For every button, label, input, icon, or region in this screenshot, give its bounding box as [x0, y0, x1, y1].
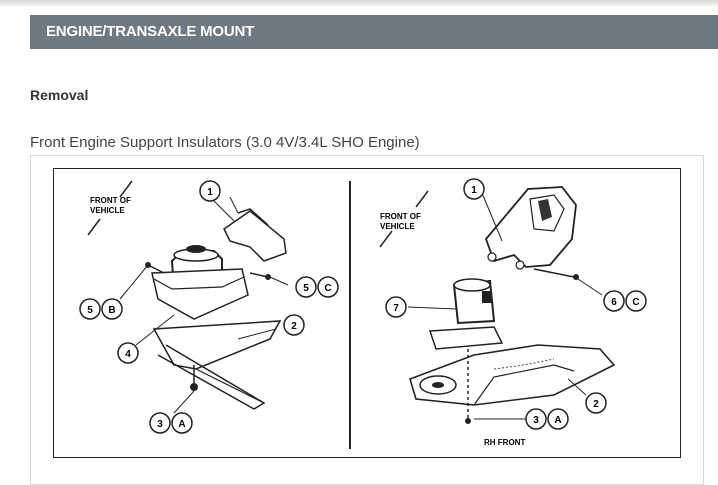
left-callout-3a-letter: A [178, 419, 185, 430]
left-callout-5c-letter: C [324, 283, 331, 294]
engine-mount-diagram: FRONT OF VEHICLE [79, 178, 647, 449]
figure-illustration: FRONT OF VEHICLE [53, 168, 681, 458]
right-callout-6c-letter: C [632, 297, 639, 308]
right-callout-6c-number: 6 [611, 297, 617, 308]
left-callout-5c-number: 5 [303, 283, 309, 294]
left-callout-5b-number: 5 [87, 305, 93, 316]
right-callout-7: 7 [393, 303, 399, 314]
right-callout-1: 1 [471, 185, 477, 196]
right-callout-2: 2 [593, 399, 599, 410]
rh-front-label: RH FRONT [484, 438, 525, 447]
left-direction-label-1: FRONT OF [90, 196, 131, 205]
left-callout-1: 1 [207, 187, 213, 198]
left-callout-2: 2 [291, 321, 297, 332]
left-direction-label-2: VEHICLE [90, 206, 125, 215]
right-direction-label-1: FRONT OF [380, 212, 421, 221]
left-panel: FRONT OF VEHICLE [79, 180, 339, 434]
removal-heading: Removal [30, 87, 89, 103]
section-header: ENGINE/TRANSAXLE MOUNT [30, 15, 718, 49]
right-panel: FRONT OF VEHICLE [379, 178, 647, 447]
left-callout-3a-number: 3 [157, 419, 163, 430]
figure-caption: Front Engine Support Insulators (3.0 4V/… [30, 134, 420, 151]
left-callout-4: 4 [125, 349, 131, 360]
right-callout-3a-letter: A [554, 415, 561, 426]
left-callout-5b-letter: B [108, 305, 115, 316]
right-callout-3a-number: 3 [533, 415, 539, 426]
right-direction-label-2: VEHICLE [380, 222, 415, 231]
page-top-shadow [0, 0, 718, 6]
